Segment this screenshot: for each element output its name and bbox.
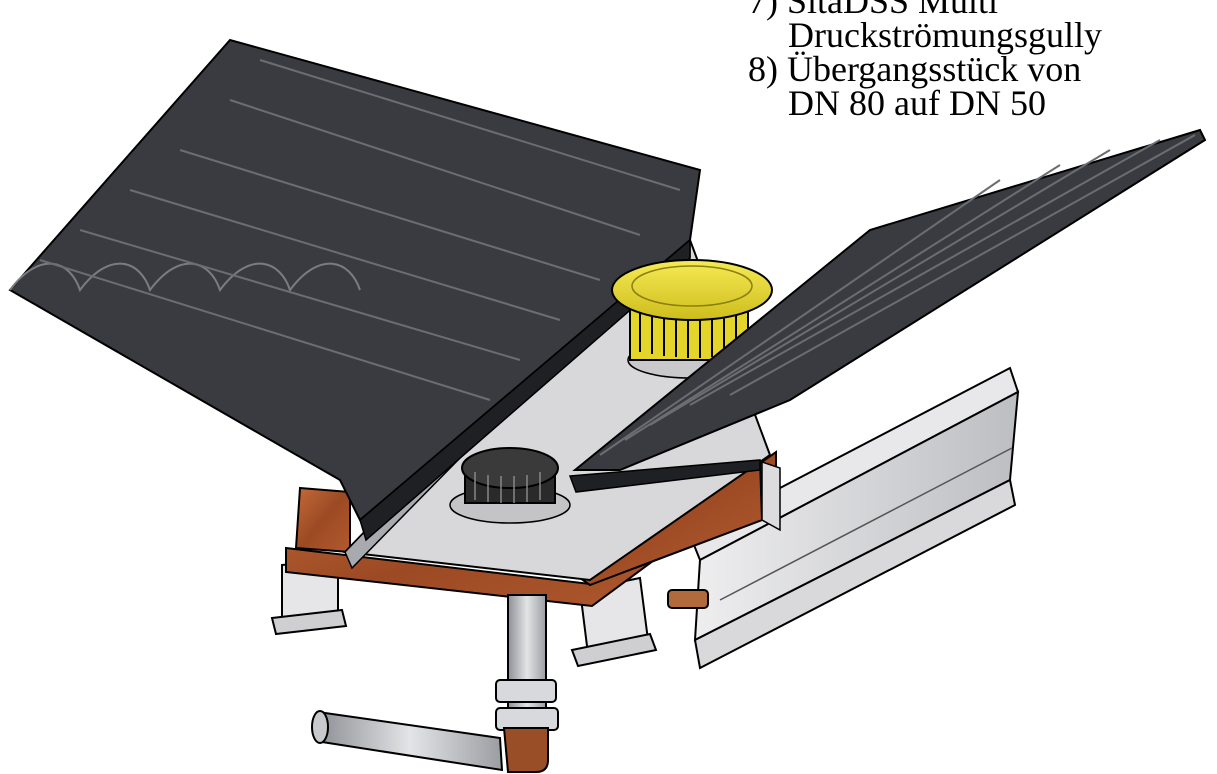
legend-item-7-line1: 7) SitaDSS Multi <box>748 0 999 21</box>
legend-item-8-line1: 8) Übergangsstück von <box>748 49 1082 89</box>
black-gully-grate <box>449 447 571 524</box>
corrugated-roof-sheet-left <box>8 38 702 542</box>
legend-item-8: 8) Übergangsstück von DN 80 auf DN 50 <box>748 49 1208 123</box>
component-legend: 7) SitaDSS Multi Druckströmungsgully 8) … <box>748 0 1208 123</box>
drain-pipe <box>311 594 559 773</box>
corrugated-roof-sheet-right <box>568 128 1207 493</box>
beam-bracket <box>667 589 709 609</box>
legend-item-8-line2: DN 80 auf DN 50 <box>788 83 1046 123</box>
legend-item-7-line2: Druckströmungsgully <box>788 15 1102 55</box>
legend-item-7: 7) SitaDSS Multi Druckströmungsgully <box>748 0 1208 55</box>
